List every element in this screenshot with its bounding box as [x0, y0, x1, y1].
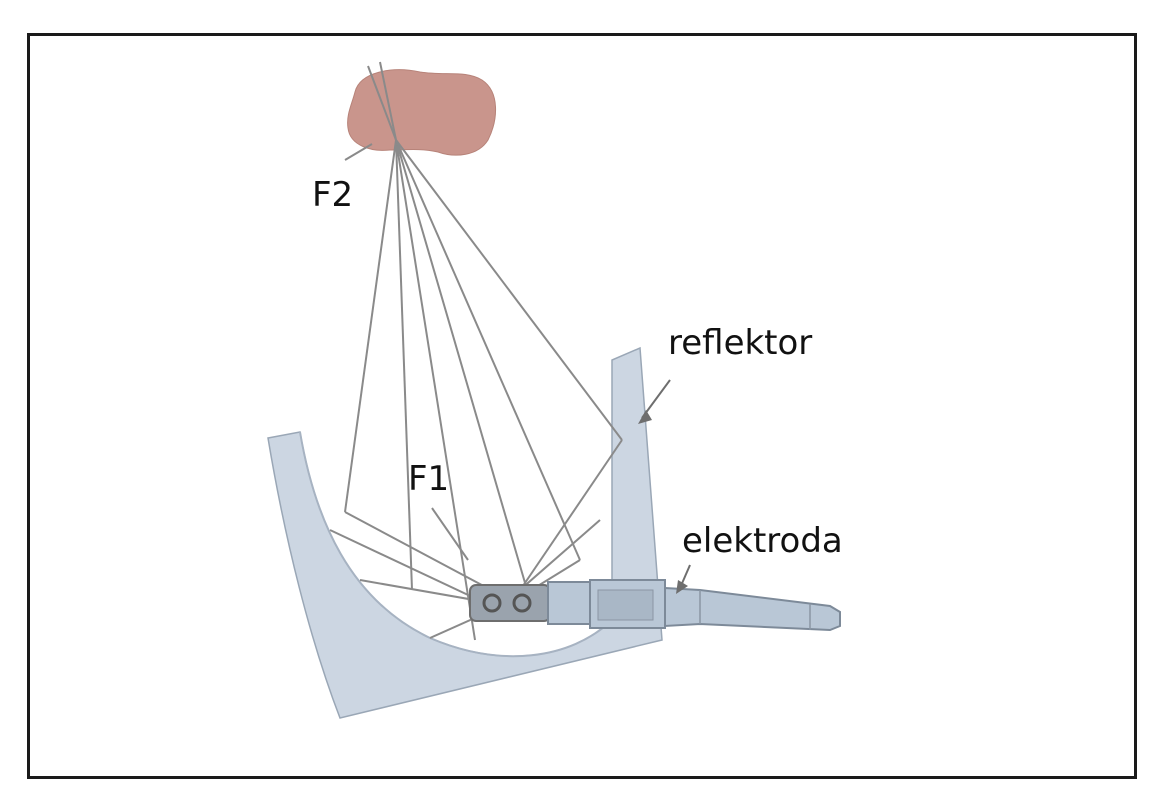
label-f2: F2 [312, 175, 354, 215]
electrode-assembly [469, 579, 841, 632]
reflector-arrowhead [638, 410, 652, 424]
f1-leader [431, 507, 469, 561]
label-f1: F1 [408, 459, 450, 499]
label-reflector: reflektor [668, 323, 813, 363]
reflector-body [267, 346, 663, 719]
f2-leader [344, 143, 373, 161]
shockwave-rays [329, 61, 623, 641]
target-stone [347, 69, 497, 156]
reflector-inner-edge [299, 431, 613, 658]
electrode-arrowhead [676, 580, 688, 594]
label-electrode: elektroda [682, 521, 843, 561]
